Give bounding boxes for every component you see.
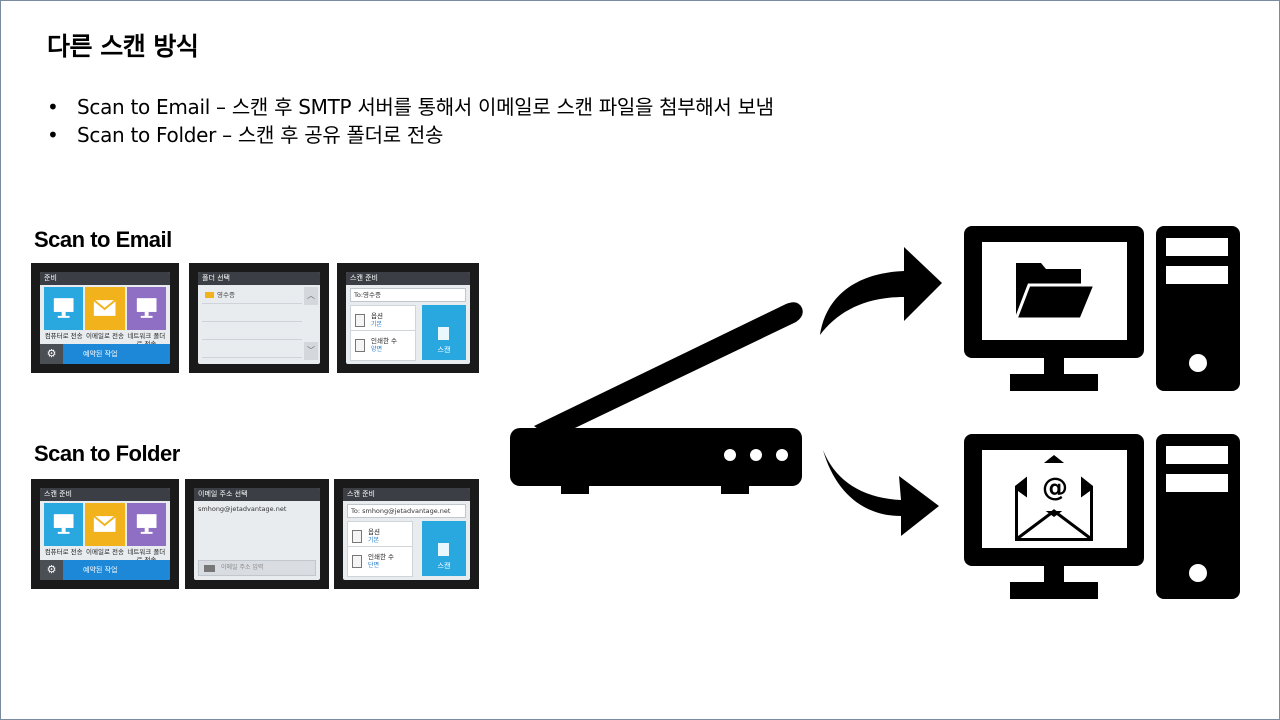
tile-send-to-network-folder[interactable]: 네트워크 폴더로 전송	[126, 287, 166, 350]
tile-label: 이메일로 전송	[86, 548, 124, 556]
options-label: 옵션	[371, 312, 383, 320]
printer-home-screenshot: 스캔 준비 컴퓨터로 전송 이메일로 전송	[31, 479, 179, 589]
options-label: 옵션	[368, 528, 380, 536]
list-item-label: 영수증	[217, 291, 235, 299]
scan-button[interactable]: 스캔	[422, 521, 466, 576]
printer-screen: 스캔 준비 컴퓨터로 전송 이메일로 전송	[40, 488, 170, 580]
list-item[interactable]: 영수증	[202, 287, 302, 304]
bullet-text: Scan to Folder – 스캔 후 공유 폴더로 전송	[77, 123, 444, 147]
scroll-up-button[interactable]: ︿	[304, 287, 318, 305]
duplex-icon	[355, 339, 365, 352]
gear-icon[interactable]: ⚙	[40, 560, 63, 580]
list-item[interactable]	[202, 341, 302, 358]
bullet-item: • Scan to Email – 스캔 후 SMTP 서버를 통해서 이메일로 …	[47, 93, 774, 121]
scan-icon	[438, 327, 449, 340]
options-value: 기본	[368, 537, 380, 544]
printer-screen: 스캔 준비 To: smhong@jetadvantage.net 옵션 기본 …	[343, 488, 470, 580]
copies-button[interactable]: 인쇄한 수 단면	[347, 546, 413, 577]
computer-folder-icon	[964, 226, 1240, 391]
keyboard-icon	[204, 565, 215, 572]
copies-label: 인쇄한 수	[368, 553, 394, 561]
screen-title: 이메일 주소 선택	[194, 488, 320, 501]
curved-arrow-down-icon	[823, 450, 939, 536]
scan-button-label: 스캔	[437, 346, 451, 354]
duplex-icon	[352, 555, 362, 568]
list-item[interactable]	[202, 323, 302, 340]
copies-label: 인쇄한 수	[371, 337, 397, 345]
home-tiles: 컴퓨터로 전송 이메일로 전송 네트워크 폴더로 전송	[44, 287, 166, 350]
document-icon	[352, 530, 362, 543]
computer-email-icon	[964, 434, 1240, 599]
monitor-icon	[44, 503, 84, 546]
screen-title: 폴더 선택	[198, 272, 320, 285]
printer-screen: 폴더 선택 영수증 ︿ ﹀	[198, 272, 320, 364]
enter-address-button[interactable]: 이메일 주소 입력	[198, 560, 316, 576]
network-folder-icon	[126, 503, 166, 546]
scan-to-email-label: Scan to Email	[34, 227, 172, 252]
tile-label: 이메일로 전송	[86, 332, 124, 340]
scan-button[interactable]: 스캔	[422, 305, 466, 360]
home-tiles: 컴퓨터로 전송 이메일로 전송 네트워크 폴더로 전송	[44, 503, 166, 566]
screen-title: 스캔 준비	[40, 488, 170, 501]
tile-send-to-network-folder[interactable]: 네트워크 폴더로 전송	[126, 503, 166, 566]
scan-icon	[438, 543, 449, 556]
printer-screen: 이메일 주소 선택 smhong@jetadvantage.net 이메일 주소…	[194, 488, 320, 580]
copies-button[interactable]: 인쇄한 수 양면	[350, 330, 416, 361]
scroll-down-button[interactable]: ﹀	[304, 342, 318, 360]
recipient-field[interactable]: To: smhong@jetadvantage.net	[347, 504, 466, 518]
address-select-screenshot: 이메일 주소 선택 smhong@jetadvantage.net 이메일 주소…	[185, 479, 329, 589]
screen-title: 준비	[40, 272, 170, 285]
bullet-text: Scan to Email – 스캔 후 SMTP 서버를 통해서 이메일로 스…	[77, 95, 774, 119]
options-value: 기본	[371, 321, 383, 328]
copies-value: 단면	[368, 562, 380, 569]
tile-send-to-computer[interactable]: 컴퓨터로 전송	[44, 287, 84, 350]
copies-value: 양면	[371, 346, 383, 353]
scheduled-jobs-button[interactable]: 예약된 작업	[63, 344, 170, 364]
email-address-item[interactable]: smhong@jetadvantage.net	[198, 505, 287, 513]
flatbed-scanner-icon	[510, 302, 803, 494]
printer-screen: 준비 컴퓨터로 전송 이메일로 전송	[40, 272, 170, 364]
bullet-marker: •	[47, 123, 59, 147]
scan-ready-screenshot: 스캔 준비 To:영수증 옵션 기본 인쇄한 수 양면 스캔	[337, 263, 479, 373]
printer-screen: 스캔 준비 To:영수증 옵션 기본 인쇄한 수 양면 스캔	[346, 272, 470, 364]
home-bottom-bar: ⚙ 예약된 작업	[40, 560, 170, 580]
folder-select-screenshot: 폴더 선택 영수증 ︿ ﹀	[189, 263, 329, 373]
document-icon	[355, 314, 365, 327]
tile-label: 컴퓨터로 전송	[44, 332, 83, 340]
bullet-list: • Scan to Email – 스캔 후 SMTP 서버를 통해서 이메일로 …	[47, 93, 774, 149]
bullet-item: • Scan to Folder – 스캔 후 공유 폴더로 전송	[47, 121, 774, 149]
tile-send-to-email[interactable]: 이메일로 전송	[85, 503, 125, 566]
scan-button-label: 스캔	[437, 562, 451, 570]
scheduled-jobs-button[interactable]: 예약된 작업	[63, 560, 170, 580]
envelope-icon	[85, 503, 125, 546]
at-symbol-icon: @	[1042, 473, 1068, 503]
list-item[interactable]	[202, 305, 302, 322]
curved-arrow-up-icon	[820, 247, 942, 335]
scan-to-folder-label: Scan to Folder	[34, 441, 180, 466]
slide-title: 다른 스캔 방식	[47, 32, 199, 61]
tile-send-to-email[interactable]: 이메일로 전송	[85, 287, 125, 350]
tile-label: 컴퓨터로 전송	[44, 548, 83, 556]
enter-address-label: 이메일 주소 입력	[221, 564, 264, 571]
envelope-icon	[85, 287, 125, 330]
scan-ready-screenshot: 스캔 준비 To: smhong@jetadvantage.net 옵션 기본 …	[334, 479, 479, 589]
tile-send-to-computer[interactable]: 컴퓨터로 전송	[44, 503, 84, 566]
network-folder-icon	[126, 287, 166, 330]
bullet-marker: •	[47, 95, 59, 119]
folder-icon	[205, 292, 214, 298]
screen-title: 스캔 준비	[346, 272, 470, 285]
monitor-icon	[44, 287, 84, 330]
gear-icon[interactable]: ⚙	[40, 344, 63, 364]
printer-home-screenshot: 준비 컴퓨터로 전송 이메일로 전송	[31, 263, 179, 373]
screen-title: 스캔 준비	[343, 488, 470, 501]
home-bottom-bar: ⚙ 예약된 작업	[40, 344, 170, 364]
recipient-field[interactable]: To:영수증	[350, 288, 466, 302]
